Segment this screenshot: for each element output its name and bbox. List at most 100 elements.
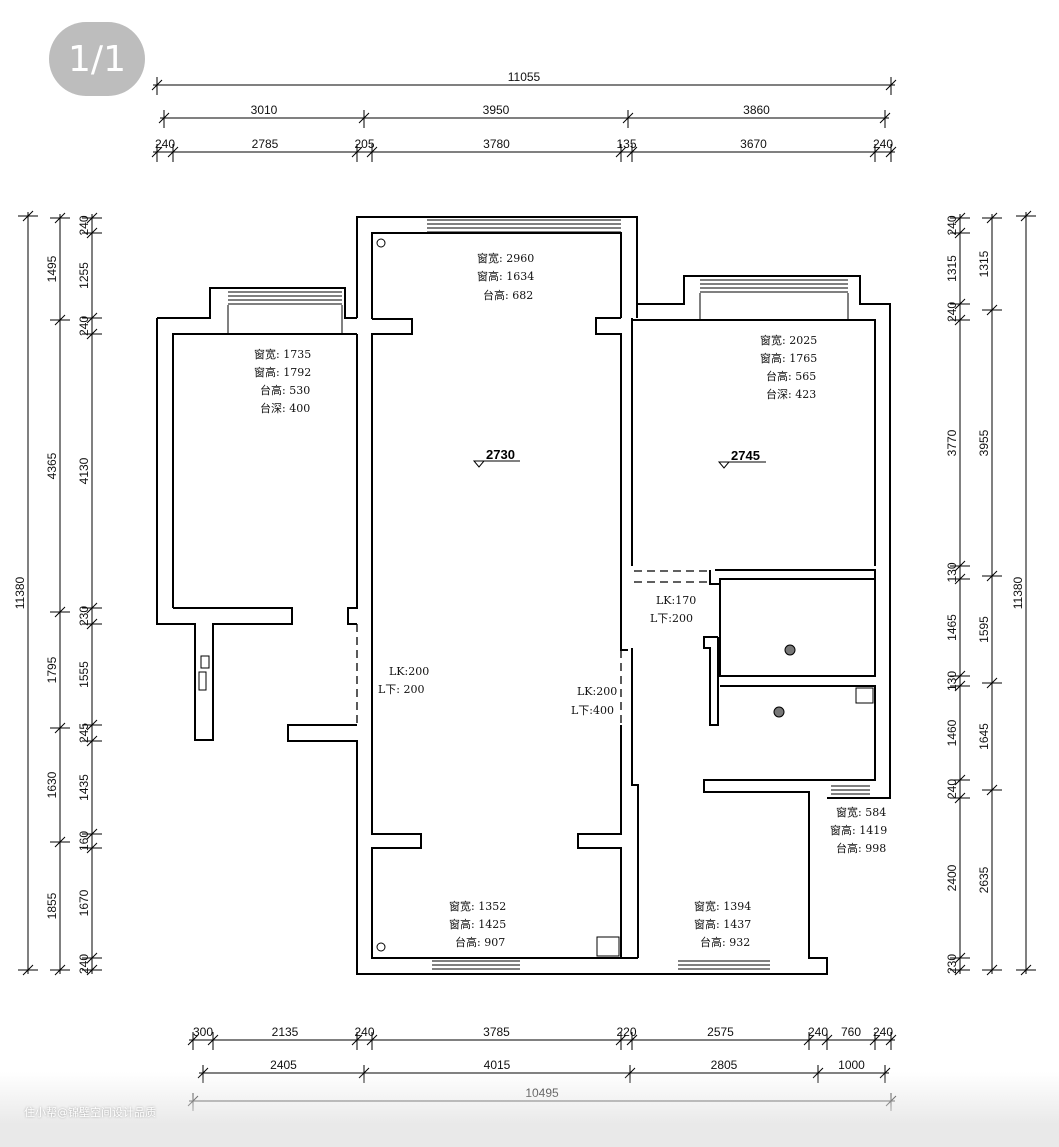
dim-left-mid-4: 1855 <box>45 892 59 919</box>
window-top-center <box>427 219 621 233</box>
dim-right-inner-9: 2400 <box>945 864 959 891</box>
note-bathroom-0: 窗宽: 584 <box>836 805 886 819</box>
window-bathroom <box>831 785 870 795</box>
dim-left-inner-2: 240 <box>77 316 91 336</box>
dim-right-mid-0: 1315 <box>977 250 991 277</box>
dimension-lines: 11055 3010 3950 3860 240 2785 205 3780 135 3670 24… <box>13 70 1036 1111</box>
dim-left-inner-9: 1670 <box>77 889 91 916</box>
page-indicator-text: 1/1 <box>68 38 126 80</box>
window-right-bedroom <box>699 279 849 320</box>
note-left-door-0: LK:200 <box>389 665 429 678</box>
note-center-door-0: LK:200 <box>577 685 617 698</box>
note-top-center-1: 窗高: 1634 <box>477 269 534 283</box>
dim-right-inner-6: 130 <box>945 671 959 691</box>
note-bottom-center-1: 窗高: 1425 <box>449 917 506 931</box>
dim-right-mid-4: 2635 <box>977 866 991 893</box>
dim-bottom-inner-8: 240 <box>873 1025 893 1039</box>
note-corridor-door-1: L下:200 <box>650 612 693 625</box>
note-top-center-2: 台高: 682 <box>483 288 533 302</box>
dim-top-mid-2: 3860 <box>743 103 770 117</box>
dim-left-total-0: 11380 <box>13 576 27 609</box>
dim-top-inner-2: 205 <box>354 137 374 151</box>
dim-right-inner-0: 240 <box>945 215 959 235</box>
dim-left-mid-2: 1795 <box>45 656 59 683</box>
dim-bottom-mid-1: 4015 <box>484 1058 511 1072</box>
note-right-bedroom-0: 窗宽: 2025 <box>760 333 817 347</box>
dim-right-inner-2: 240 <box>945 302 959 322</box>
note-corridor-door-0: LK:170 <box>656 594 696 607</box>
annotations: 窗宽: 1735 窗高: 1792 台高: 530 台深: 400 窗宽: 29… <box>254 251 887 949</box>
window-bottom-center <box>432 960 520 970</box>
dim-bottom-inner-7: 760 <box>841 1025 861 1039</box>
footer-fade <box>0 1072 1059 1147</box>
page-indicator-badge[interactable]: 1/1 <box>49 22 145 96</box>
dim-right-inner-8: 240 <box>945 779 959 799</box>
windows <box>227 219 870 970</box>
ceiling-height-bedroom-label: 2745 <box>731 448 760 463</box>
dim-left-inner-10: 240 <box>77 954 91 974</box>
ceiling-height-living: 2730 <box>472 447 520 468</box>
dim-right-mid-3: 1645 <box>977 723 991 750</box>
watermark: 住小帮@锦壁空间设计品质 <box>24 1106 156 1119</box>
dim-left-inner-3: 4130 <box>77 457 91 484</box>
dim-bottom-inner-0: 300 <box>193 1025 213 1039</box>
dim-bottom-inner-6: 240 <box>808 1025 828 1039</box>
dim-left-inner-7: 1435 <box>77 774 91 801</box>
dim-bottom-mid-0: 2405 <box>270 1058 297 1072</box>
ceiling-height-bedroom: 2745 <box>717 448 766 469</box>
note-top-center-0: 窗宽: 2960 <box>477 251 534 265</box>
dim-top-total-0: 11055 <box>508 70 541 84</box>
dim-right-total-0: 11380 <box>1011 576 1025 609</box>
dim-right-inner-7: 1460 <box>945 719 959 746</box>
note-left-room-1: 窗高: 1792 <box>254 365 311 379</box>
dim-top-mid-1: 3950 <box>483 103 510 117</box>
dim-right-inner-5: 1465 <box>945 614 959 641</box>
dim-bottom-mid-2: 2805 <box>711 1058 738 1072</box>
window-bottom-right <box>678 960 770 970</box>
dim-bottom-inner-4: 220 <box>616 1025 636 1039</box>
dim-right-mid-1: 3955 <box>977 429 991 456</box>
dim-right-mid-2: 1595 <box>977 616 991 643</box>
note-left-room-3: 台深: 400 <box>260 401 310 415</box>
ceiling-height-living-label: 2730 <box>486 447 515 462</box>
dim-top-mid-0: 3010 <box>251 103 278 117</box>
walls <box>156 216 891 975</box>
dim-right-inner-10: 230 <box>945 954 959 974</box>
note-bottom-right-1: 窗高: 1437 <box>694 917 751 931</box>
note-right-bedroom-1: 窗高: 1765 <box>760 351 817 365</box>
dim-right-inner-3: 3770 <box>945 429 959 456</box>
dim-left-inner-4: 230 <box>77 606 91 626</box>
note-bottom-center-2: 台高: 907 <box>455 935 505 949</box>
dim-top-inner-1: 2785 <box>252 137 279 151</box>
note-left-room-2: 台高: 530 <box>260 383 310 397</box>
dim-top-inner-4: 135 <box>616 137 636 151</box>
window-left-room <box>227 291 343 334</box>
dim-right-inner-1: 1315 <box>945 255 959 282</box>
note-left-room-0: 窗宽: 1735 <box>254 347 311 361</box>
dim-bottom-inner-3: 3785 <box>483 1025 510 1039</box>
note-bottom-right-2: 台高: 932 <box>700 935 750 949</box>
dim-top-inner-3: 3780 <box>483 137 510 151</box>
dim-bottom-inner-2: 240 <box>354 1025 374 1039</box>
dim-left-inner-8: 160 <box>77 831 91 851</box>
note-bottom-center-0: 窗宽: 1352 <box>449 899 506 913</box>
note-left-door-1: L下: 200 <box>378 683 425 696</box>
dim-left-inner-0: 240 <box>77 215 91 235</box>
dim-top-inner-0: 240 <box>155 137 175 151</box>
dim-left-mid-1: 4365 <box>45 452 59 479</box>
note-bottom-right-0: 窗宽: 1394 <box>694 899 751 913</box>
dim-left-mid-3: 1630 <box>45 771 59 798</box>
note-right-bedroom-3: 台深: 423 <box>766 387 816 401</box>
dim-right-inner-4: 130 <box>945 562 959 582</box>
dim-left-inner-6: 245 <box>77 723 91 743</box>
dim-left-inner-5: 1555 <box>77 661 91 688</box>
dim-left-mid-0: 1495 <box>45 255 59 282</box>
note-bathroom-2: 台高: 998 <box>836 841 886 855</box>
dim-left-inner-1: 1255 <box>77 262 91 289</box>
note-center-door-1: L下:400 <box>571 704 614 717</box>
dim-bottom-mid-3: 1000 <box>838 1058 865 1072</box>
dim-top-inner-5: 3670 <box>740 137 767 151</box>
dim-bottom-inner-1: 2135 <box>272 1025 299 1039</box>
note-right-bedroom-2: 台高: 565 <box>766 369 816 383</box>
